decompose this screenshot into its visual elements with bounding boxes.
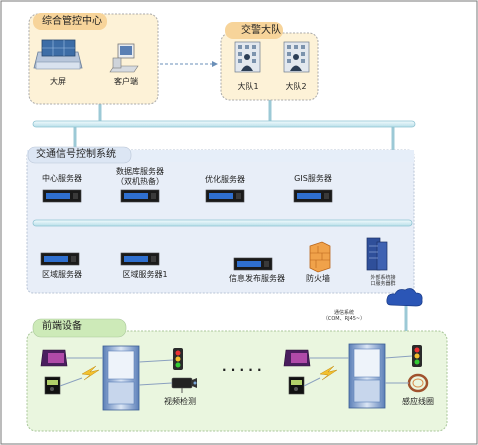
- left-detector-icon: [44, 376, 61, 395]
- firewall-icon: [309, 241, 331, 273]
- external-server-label: 外部系统接 口服务器群: [370, 275, 395, 288]
- loop-detect-label: 感应线圈: [402, 397, 434, 406]
- client-pc-icon: [109, 43, 139, 73]
- external-server-label-line2: 口服务器群: [370, 281, 396, 288]
- external-server-label-line1: 外部系统接: [370, 275, 396, 281]
- video-detect-label: 视频检测: [164, 397, 196, 406]
- system-network-bus: [32, 219, 413, 227]
- right-display-icon: [283, 349, 311, 367]
- team2-building-icon: [283, 41, 310, 73]
- screen-label: 大屏: [50, 77, 66, 86]
- team1-building-icon: [234, 41, 261, 73]
- video-camera-icon: [171, 377, 197, 393]
- network-cloud-icon: [386, 288, 423, 345]
- database-server-label: 数据库服务器: [116, 167, 164, 176]
- left-links: [59, 357, 174, 387]
- center-server-label: 中心服务器: [42, 174, 82, 183]
- frontend-title: 前端设备: [42, 321, 82, 332]
- team2-label: 大队2: [285, 82, 307, 91]
- optimize-server-icon: [205, 189, 245, 203]
- connection-arrow: [160, 61, 218, 67]
- right-signal-controller-cabinet: [348, 343, 386, 409]
- external-server-cluster-icon: [366, 237, 388, 271]
- command-center-title: 综合管控中心: [42, 16, 102, 27]
- info-release-server-label: 信息发布服务器: [229, 274, 285, 283]
- firewall-label: 防火墙: [306, 274, 330, 283]
- optimize-server-label: 优化服务器: [205, 175, 245, 184]
- region1-server-icon: [120, 252, 160, 266]
- left-display-icon: [40, 349, 68, 367]
- team1-label: 大队1: [237, 82, 259, 91]
- left-lightning-icon: [81, 365, 100, 381]
- signal-system-title: 交通信号控制系统: [36, 149, 116, 160]
- ellipsis: · · · · ·: [222, 363, 262, 377]
- main-network-bus: [32, 120, 416, 128]
- right-detector-icon: [288, 376, 305, 395]
- center-server-icon: [42, 189, 82, 203]
- video-wall-icon: [33, 39, 83, 70]
- comm-system-label: 通信系统 （COM、RJ45~）: [323, 310, 365, 323]
- left-signal-controller-cabinet: [102, 345, 140, 411]
- info-release-server-icon: [233, 257, 273, 271]
- traffic-police-title: 交警大队: [241, 25, 281, 36]
- gis-server-icon: [293, 189, 333, 203]
- region-server-label: 区域服务器: [42, 270, 82, 279]
- region1-server-label: 区域服务器1: [122, 270, 168, 279]
- comm-system-label-line2: （COM、RJ45~）: [322, 316, 366, 323]
- right-traffic-light-icon: [412, 345, 422, 367]
- gis-server-label: GIS服务器: [294, 174, 332, 183]
- comm-system-label-line1: 通信系统: [333, 310, 354, 316]
- right-links: [303, 355, 413, 387]
- database-server-icon: [120, 189, 160, 203]
- command-center-panel: [28, 13, 159, 105]
- region-server-icon: [40, 252, 80, 266]
- client-label: 客户端: [114, 77, 138, 86]
- right-lightning-icon: [319, 365, 338, 381]
- database-server-sublabel: （双机热备）: [116, 177, 164, 186]
- left-traffic-light-icon: [173, 348, 183, 370]
